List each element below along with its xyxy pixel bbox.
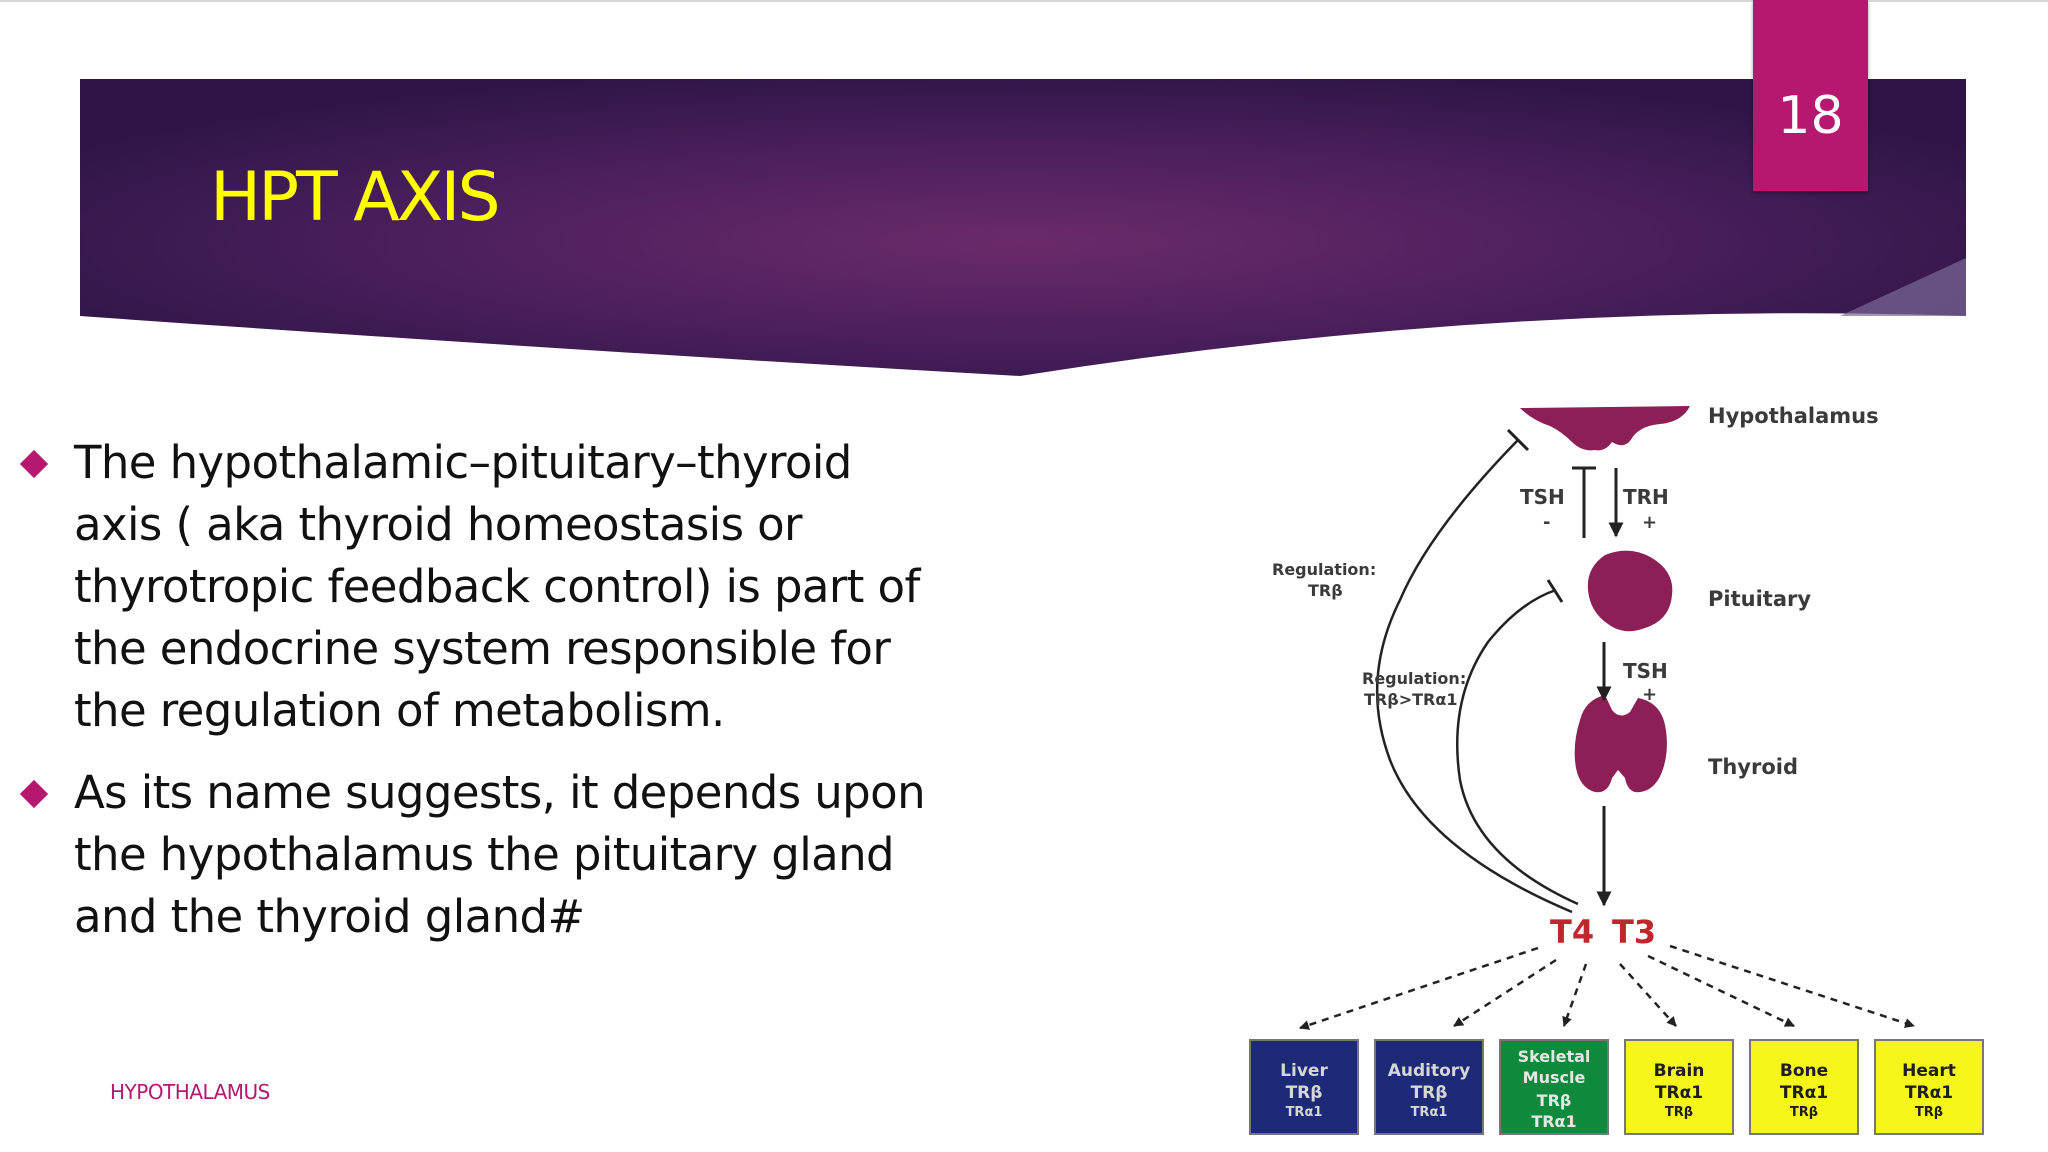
header-banner (80, 79, 1966, 376)
tsh-down-sign: + (1642, 684, 1657, 705)
target-receptor: TRβ (1411, 1083, 1448, 1103)
arrow-to-bone (1647, 954, 1795, 1028)
diamond-bullet-icon (19, 449, 49, 479)
tsh-up-sign: - (1543, 512, 1550, 533)
trh-sign: + (1642, 512, 1657, 533)
page-number-tab: 18 (1753, 0, 1868, 191)
bullet-item: The hypothalamic–pituitary–thyroid axis … (18, 432, 978, 742)
slide-title: HPT AXIS (210, 158, 501, 237)
hormone-t3: T3 (1612, 913, 1656, 951)
bullet-line: thyrotropic feedback control) is part of (74, 560, 920, 613)
hormone-t4: T4 (1550, 913, 1594, 951)
thyroid-shape (1574, 695, 1667, 793)
bullet-line: axis ( aka thyroid homeostasis or (74, 498, 803, 551)
tsh-up-label: TSH (1520, 485, 1565, 509)
target-label: Muscle (1523, 1068, 1586, 1087)
feedback-curve-pituitary-bar (1546, 579, 1564, 603)
bullet-line: As its name suggests, it depends upon (74, 766, 926, 819)
target-receptor-minor: TRβ (1915, 1105, 1943, 1120)
page-number: 18 (1777, 86, 1844, 146)
top-rule (0, 0, 2048, 2)
footer-label: HYPOTHALAMUS (110, 1080, 270, 1104)
trh-label: TRH (1623, 485, 1669, 509)
target-label: Heart (1902, 1061, 1956, 1081)
hypothalamus-shape (1520, 406, 1690, 451)
target-receptor: TRα1 (1780, 1083, 1828, 1103)
arrow-to-auditory (1453, 958, 1557, 1028)
target-box-bone: Bone TRα1 TRβ (1749, 1039, 1859, 1135)
arrow-to-muscle (1562, 963, 1588, 1027)
target-receptor: TRα1 (1905, 1083, 1953, 1103)
target-label: Brain (1654, 1061, 1705, 1081)
target-box-liver: Liver TRβ TRα1 (1249, 1039, 1359, 1135)
target-label: Bone (1780, 1061, 1828, 1081)
arrow-to-brain (1619, 963, 1677, 1027)
feedback-curve-hypothalamus-bar (1506, 428, 1530, 452)
organ-label-pituitary: Pituitary (1708, 587, 1811, 611)
arrow-to-liver (1299, 946, 1539, 1030)
target-receptor-minor: TRα1 (1286, 1105, 1323, 1120)
target-box-brain: Brain TRα1 TRβ (1624, 1039, 1734, 1135)
feedback-curve-pituitary (1455, 588, 1579, 906)
target-box-heart: Heart TRα1 TRβ (1874, 1039, 1984, 1135)
target-receptor: TRα1 (1531, 1112, 1576, 1131)
pituitary-shape (1587, 550, 1673, 632)
organ-label-thyroid: Thyroid (1708, 755, 1798, 779)
hpt-axis-diagram: Hypothalamus Pituitary Thyroid TSH - TRH… (1249, 404, 1984, 1135)
target-receptor: TRβ (1537, 1091, 1572, 1110)
bullet-line: The hypothalamic–pituitary–thyroid (74, 436, 852, 489)
target-arrows (1299, 944, 1915, 1030)
target-label: Skeletal (1518, 1047, 1591, 1066)
bullet-list: The hypothalamic–pituitary–thyroid axis … (18, 432, 978, 968)
bullet-line: the regulation of metabolism. (74, 684, 725, 737)
target-label: Liver (1280, 1061, 1328, 1081)
regulation-2-label: Regulation: (1362, 669, 1466, 688)
feedback-curve-hypothalamus (1375, 439, 1573, 914)
target-receptor: TRα1 (1655, 1083, 1703, 1103)
target-box-skeletal-muscle: Skeletal Muscle TRβ TRα1 (1499, 1039, 1609, 1135)
target-receptor-minor: TRβ (1790, 1105, 1818, 1120)
bullet-text: As its name suggests, it depends upon th… (74, 762, 978, 948)
bullet-item: As its name suggests, it depends upon th… (18, 762, 978, 948)
bullet-text: The hypothalamic–pituitary–thyroid axis … (74, 432, 978, 742)
bullet-line: the hypothalamus the pituitary gland (74, 828, 895, 881)
tsh-down-label: TSH (1623, 659, 1668, 683)
diamond-bullet-icon (19, 779, 49, 809)
target-box-auditory: Auditory TRβ TRα1 (1374, 1039, 1484, 1135)
target-receptor: TRβ (1286, 1083, 1323, 1103)
bullet-line: and the thyroid gland# (74, 890, 585, 943)
target-label: Auditory (1388, 1061, 1471, 1081)
target-receptor-minor: TRβ (1665, 1105, 1693, 1120)
arrow-to-heart (1669, 944, 1915, 1028)
regulation-2-value: TRβ>TRα1 (1364, 690, 1457, 709)
regulation-1-value: TRβ (1308, 581, 1343, 600)
regulation-1-label: Regulation: (1272, 560, 1376, 579)
bullet-line: the endocrine system responsible for (74, 622, 891, 675)
organ-label-hypothalamus: Hypothalamus (1708, 404, 1879, 428)
target-receptor-minor: TRα1 (1411, 1105, 1448, 1120)
